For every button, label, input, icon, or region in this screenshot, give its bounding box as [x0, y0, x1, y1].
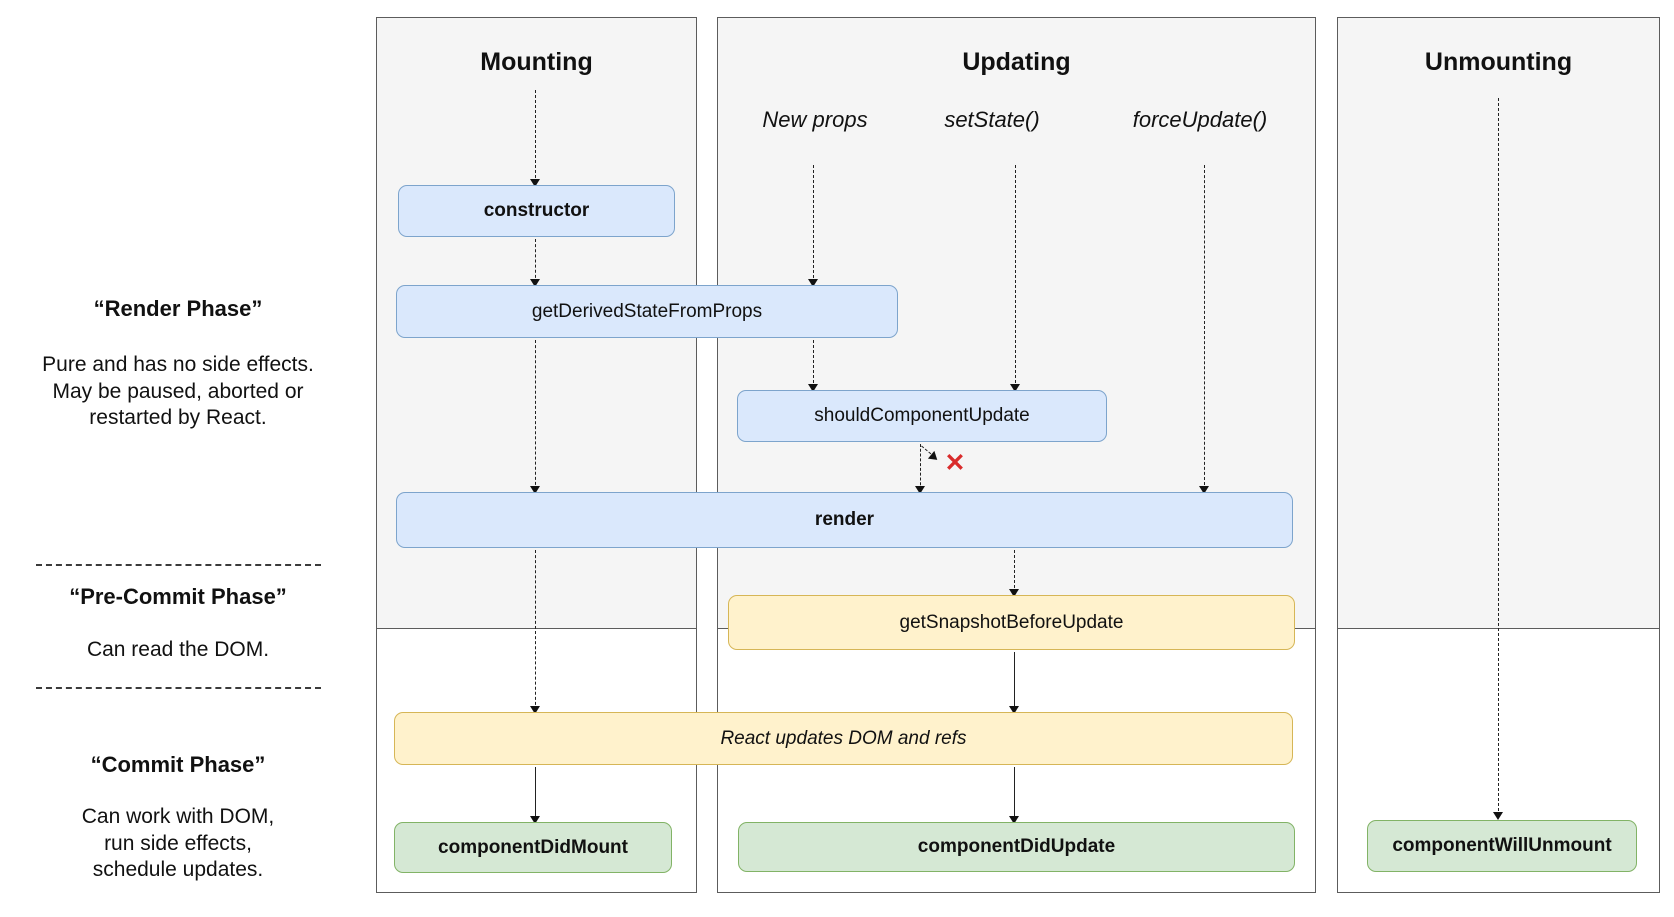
commit-phase-description: Can work with DOM, run side effects, sch… — [0, 804, 356, 884]
node-get-derived-state-from-props[interactable]: getDerivedStateFromProps — [396, 285, 898, 338]
pre-commit-phase-label: “Pre-Commit Phase” — [0, 584, 356, 610]
commit-phase-line: schedule updates. — [92, 858, 264, 881]
commit-phase-label: “Commit Phase” — [0, 752, 356, 778]
arrow-set-state-to-should-component-update — [1010, 165, 1021, 392]
node-should-component-update[interactable]: shouldComponentUpdate — [737, 390, 1107, 442]
pre-commit-phase-line: Can read the DOM. — [86, 638, 270, 661]
render-phase-title: “Render Phase” — [93, 296, 263, 321]
arrow-should-component-update-to-render — [915, 444, 926, 494]
commit-phase-title: “Commit Phase” — [90, 752, 266, 777]
commit-phase-line: run side effects, — [104, 831, 252, 855]
phase-divider-bottom — [36, 687, 321, 689]
arrow-new-props-to-gdsfp — [808, 165, 819, 287]
node-component-did-mount[interactable]: componentDidMount — [394, 822, 672, 873]
column-mounting-title: Mounting — [480, 48, 593, 76]
trigger-set-state: setState() — [944, 107, 1040, 132]
render-phase-description: Pure and has no side effects. May be pau… — [0, 352, 356, 432]
column-updating-title: Updating — [962, 48, 1071, 76]
arrow-gdsfp-to-render-mounting — [530, 340, 541, 494]
arrow-react-updates-to-component-did-update — [1009, 767, 1020, 824]
arrow-react-updates-to-component-did-mount — [530, 767, 541, 824]
arrow-force-update-to-render — [1199, 165, 1210, 494]
arrow-gdsfp-to-should-component-update — [808, 340, 819, 392]
phase-divider-top — [36, 564, 321, 566]
arrow-render-to-get-snapshot — [1009, 550, 1020, 597]
arrow-get-snapshot-to-react-updates — [1009, 652, 1020, 714]
commit-phase-line: Can work with DOM, — [81, 805, 275, 828]
trigger-new-props: New props — [762, 107, 868, 132]
node-component-did-update[interactable]: componentDidUpdate — [738, 822, 1295, 872]
arrow-render-to-react-updates-mounting — [530, 550, 541, 714]
node-get-snapshot-before-update[interactable]: getSnapshotBeforeUpdate — [728, 595, 1295, 650]
arrow-mounting-start — [530, 90, 541, 187]
render-phase-line: Pure and has no side effects. — [42, 353, 314, 376]
pre-commit-phase-title: “Pre-Commit Phase” — [69, 584, 287, 609]
arrow-unmounting-to-component-will-unmount — [1493, 98, 1504, 820]
node-constructor[interactable]: constructor — [398, 185, 675, 237]
node-render[interactable]: render — [396, 492, 1293, 548]
trigger-force-update: forceUpdate() — [1132, 107, 1268, 132]
column-unmounting-title: Unmounting — [1424, 48, 1573, 76]
render-phase-line: May be paused, aborted or — [52, 379, 304, 403]
node-component-will-unmount[interactable]: componentWillUnmount — [1367, 820, 1637, 872]
render-phase-line: restarted by React. — [89, 406, 267, 429]
skip-update-x-icon: ✕ — [944, 449, 966, 477]
render-phase-label: “Render Phase” — [0, 296, 356, 322]
node-react-updates-dom-and-refs[interactable]: React updates DOM and refs — [394, 712, 1293, 765]
pre-commit-phase-description: Can read the DOM. — [0, 637, 356, 664]
phase-boundary-line — [377, 628, 696, 629]
arrow-constructor-to-gdsfp — [530, 239, 541, 287]
